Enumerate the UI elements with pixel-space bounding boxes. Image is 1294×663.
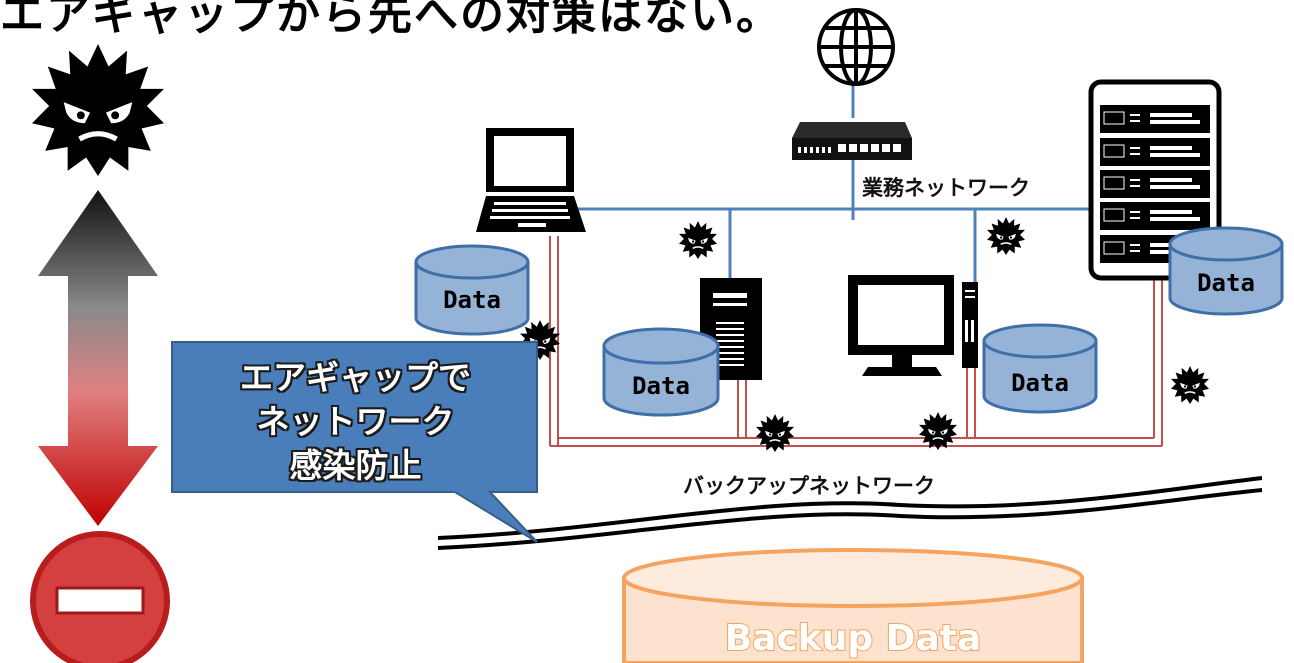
database-icon: Data	[982, 323, 1098, 414]
virus-icon	[918, 411, 958, 451]
virus-icon	[986, 216, 1026, 256]
double-arrow	[38, 190, 158, 526]
virus-icon	[1170, 365, 1210, 405]
database-label: Data	[1011, 369, 1069, 397]
business-network-lines	[578, 85, 1100, 285]
callout-box	[171, 341, 538, 543]
database-icon: Data	[414, 244, 530, 336]
database-label: Data	[443, 286, 501, 314]
database-label: Data	[1197, 269, 1255, 297]
callout-line: エアギャップで	[240, 358, 471, 397]
air-gap-lines	[437, 476, 1263, 550]
backup-network-lines	[549, 236, 1163, 447]
database-label: Data	[632, 372, 690, 400]
network-switch-icon	[792, 122, 912, 160]
virus-icon	[678, 220, 718, 260]
virus-icon	[32, 44, 164, 176]
backup-network-label: バックアップネットワーク	[683, 474, 935, 498]
callout-text: エアギャップで ネットワーク 感染防止	[178, 356, 533, 488]
laptop-icon	[476, 128, 586, 232]
business-network-label: 業務ネットワーク	[862, 176, 1030, 200]
database-icon: Data	[1168, 226, 1284, 316]
rack-server-icon	[1088, 79, 1222, 281]
pc-tower-icon	[962, 282, 978, 368]
backup-data-label: Backup Data	[725, 618, 982, 659]
page-title: エアギャップから先への対策はない。	[0, 0, 782, 40]
globe-icon	[817, 8, 895, 86]
callout-line: 感染防止	[289, 446, 422, 485]
monitor-icon	[848, 275, 954, 376]
database-icon: Data	[602, 327, 720, 417]
no-entry-icon	[30, 531, 170, 663]
backup-data-cylinder: Backup Data	[622, 548, 1084, 663]
callout-line: ネットワーク	[256, 402, 455, 441]
